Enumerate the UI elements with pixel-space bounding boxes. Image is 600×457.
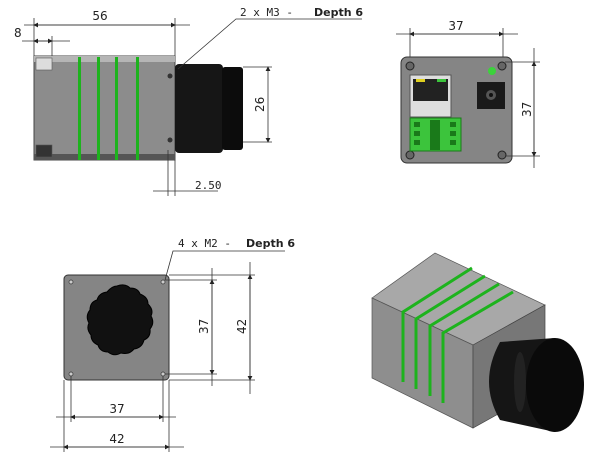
callout-m2-prefix: 4 x M2 -: [178, 237, 231, 250]
callout-m2-depth: Depth 6: [246, 237, 295, 250]
dim-hole-vertical: 37: [197, 319, 211, 334]
callout-m3-prefix: 2 x M3 -: [240, 6, 293, 19]
status-led: [488, 67, 496, 75]
isometric-view: [371, 252, 584, 432]
camera-body-side: [33, 55, 176, 161]
side-view: 56 8 26 2.50 2 x M3 - Depth 6: [14, 6, 363, 196]
dim-back-width: 37: [448, 19, 463, 33]
dim-back-height: 37: [520, 102, 534, 117]
front-view: 4 x M2 - Depth 6 37 42 37 42: [50, 237, 295, 452]
callout-m3-depth: Depth 6: [314, 6, 363, 19]
lens-side: [175, 64, 223, 153]
back-view: 37 37: [396, 19, 540, 168]
dim-lens-gap: 2.50: [195, 179, 222, 192]
iso-green-bands: [401, 266, 514, 403]
dim-outer-horizontal: 42: [109, 432, 124, 446]
lens-ring-side: [222, 67, 243, 150]
green-bands: [78, 57, 139, 160]
dim-outer-vertical: 42: [235, 319, 249, 334]
dim-lens-height: 26: [253, 97, 267, 112]
dim-offset: 8: [14, 26, 22, 40]
dim-hole-horizontal: 37: [109, 402, 124, 416]
lens-front: [86, 284, 154, 356]
dim-length: 56: [92, 9, 107, 23]
